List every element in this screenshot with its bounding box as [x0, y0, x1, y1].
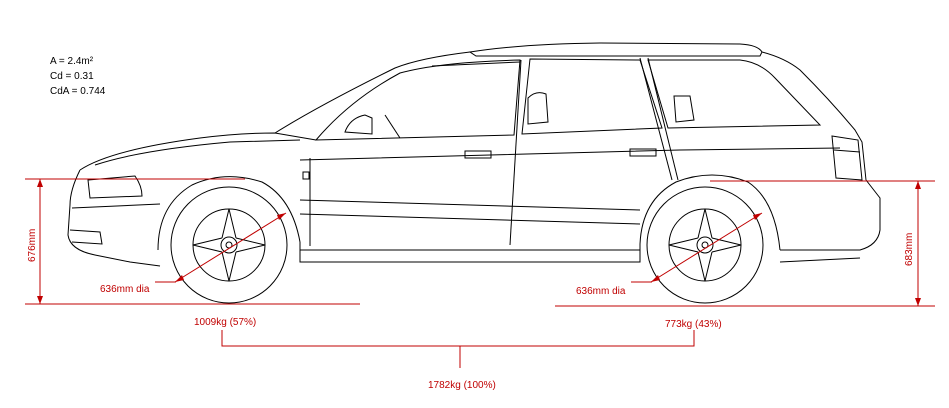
dimension-lines	[25, 178, 935, 368]
weight-bracket	[221, 330, 695, 347]
cd-label: Cd = 0.31	[50, 71, 94, 82]
aero-specs: A = 2.4m² Cd = 0.31 CdA = 0.744	[50, 56, 106, 97]
car-outline	[67, 42, 881, 304]
area-label: A = 2.4m²	[50, 56, 94, 67]
rear-weight-label: 773kg (43%)	[665, 319, 722, 330]
front-wheel-dia-line	[174, 212, 287, 283]
rear-height-label: 683mm	[904, 233, 915, 266]
rear-wheel-dia-label: 636mm dia	[576, 286, 626, 297]
rear-wheel-dia-line	[650, 212, 763, 283]
total-weight-label: 1782kg (100%)	[428, 380, 496, 391]
front-weight-label: 1009kg (57%)	[194, 317, 256, 328]
front-wheel-dia-label: 636mm dia	[100, 284, 150, 295]
dimension-arrowheads	[37, 179, 921, 306]
front-height-label: 676mm	[27, 229, 38, 262]
cda-label: CdA = 0.744	[50, 86, 106, 97]
